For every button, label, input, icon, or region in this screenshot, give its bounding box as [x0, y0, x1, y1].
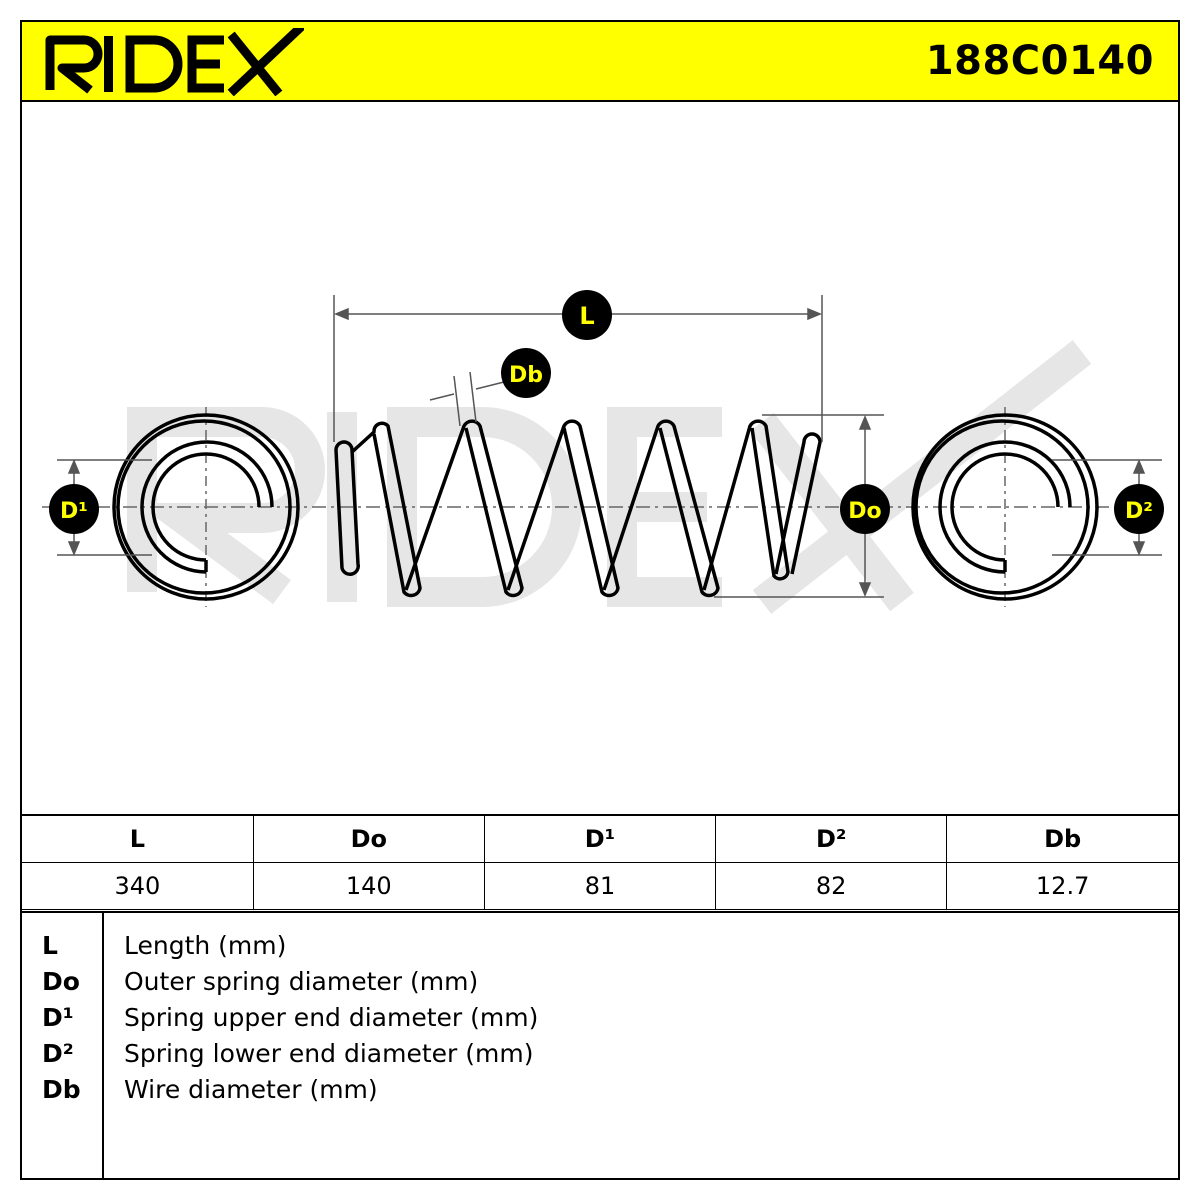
legend-row: D² Spring lower end diameter (mm) — [22, 1039, 1178, 1075]
spec-table: L Do D¹ D² Db 340 140 81 82 12.7 — [22, 814, 1178, 910]
svg-text:D¹: D¹ — [60, 499, 88, 524]
part-number: 188C0140 — [925, 38, 1154, 84]
spec-value-row: 340 140 81 82 12.7 — [22, 862, 1178, 910]
legend-symbol: L — [42, 931, 58, 960]
badge-do: Do — [840, 484, 890, 534]
spec-header-cell: D¹ — [483, 814, 717, 863]
spec-header-cell: Do — [252, 814, 485, 863]
badge-db: Db — [501, 348, 551, 398]
spec-value-cell: 81 — [483, 862, 717, 910]
legend-symbol: Db — [42, 1075, 81, 1104]
legend-row: L Length (mm) — [22, 931, 1178, 967]
lower-end-view — [911, 407, 1099, 607]
spec-value-cell: 340 — [22, 862, 254, 910]
spec-value-cell: 140 — [252, 862, 485, 910]
spec-value-cell: 82 — [715, 862, 948, 910]
legend-symbol: D² — [42, 1039, 74, 1068]
legend-description: Outer spring diameter (mm) — [124, 967, 479, 996]
upper-end-view — [112, 407, 300, 607]
ridex-logo — [45, 28, 304, 96]
badge-l: L — [562, 290, 612, 340]
legend-description: Length (mm) — [124, 931, 287, 960]
spec-value-cell: 12.7 — [946, 862, 1178, 910]
legend-description: Wire diameter (mm) — [124, 1075, 378, 1104]
dimension-d2 — [1052, 459, 1162, 556]
spring-side-view — [334, 419, 822, 598]
legend-row: D¹ Spring upper end diameter (mm) — [22, 1003, 1178, 1039]
legend-symbol: D¹ — [42, 1003, 74, 1032]
svg-text:Do: Do — [848, 499, 881, 524]
svg-text:Db: Db — [509, 363, 543, 388]
spec-header-cell: L — [22, 814, 254, 863]
spec-header-cell: D² — [715, 814, 948, 863]
spec-header-row: L Do D¹ D² Db — [22, 814, 1178, 863]
header-bar: 188C0140 — [22, 22, 1178, 102]
spec-header-cell: Db — [946, 814, 1178, 863]
legend-symbol: Do — [42, 967, 80, 996]
product-sheet: 188C0140 L Do D¹ D² Db 340 140 81 82 12.… — [20, 20, 1180, 1180]
legend-description: Spring upper end diameter (mm) — [124, 1003, 539, 1032]
legend-row: Db Wire diameter (mm) — [22, 1075, 1178, 1111]
svg-text:D²: D² — [1125, 499, 1153, 524]
dimension-db — [429, 371, 505, 427]
legend-description: Spring lower end diameter (mm) — [124, 1039, 534, 1068]
svg-text:L: L — [579, 302, 594, 330]
legend-row: Do Outer spring diameter (mm) — [22, 967, 1178, 1003]
legend: L Length (mm) Do Outer spring diameter (… — [22, 911, 1178, 1180]
badge-d2: D² — [1114, 484, 1164, 534]
legend-divider — [102, 913, 104, 1180]
badge-d1: D¹ — [49, 484, 99, 534]
